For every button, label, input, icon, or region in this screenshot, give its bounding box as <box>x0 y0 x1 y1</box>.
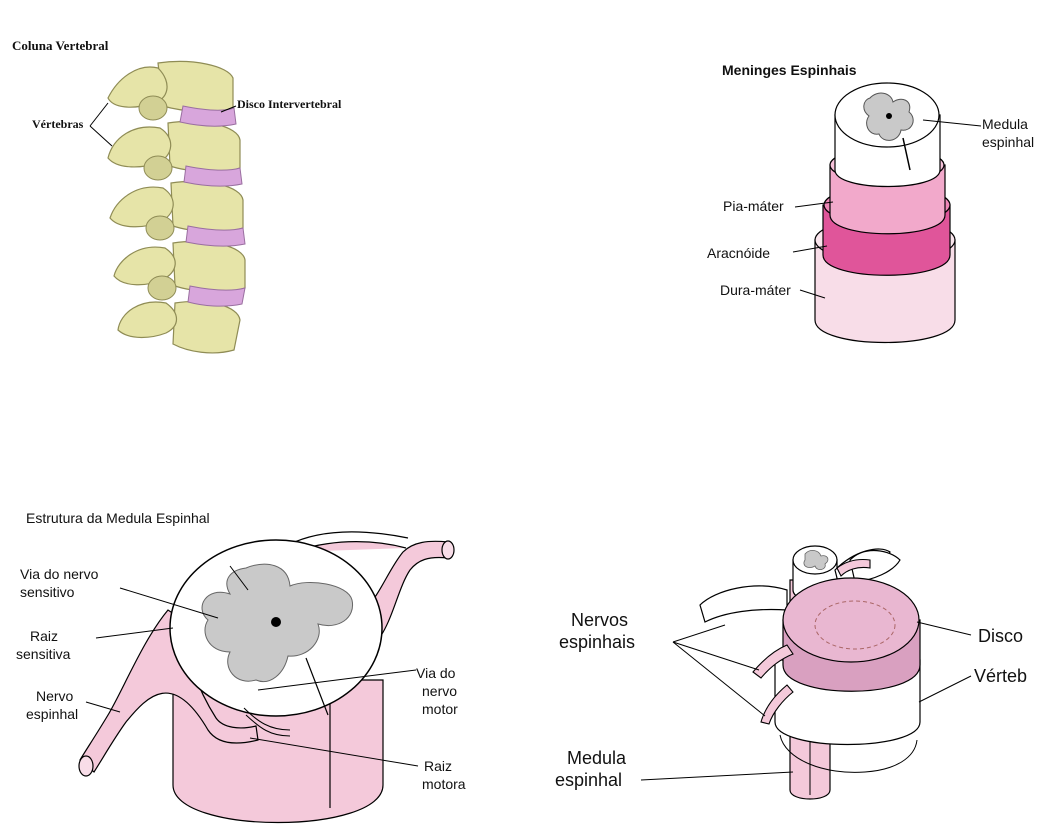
vertebral-column-illustration <box>8 8 418 358</box>
vertebra-label: Vérteb <box>974 666 1027 687</box>
leader-line <box>641 772 793 780</box>
meninges-panel: Meninges Espinhais Medula espinhal Pia-m… <box>655 50 1041 360</box>
vertebrae-label: Vértebras <box>32 118 83 132</box>
sensory-path-label-line2: sensitivo <box>20 584 74 600</box>
leader-line <box>917 622 971 635</box>
pia-mater-label: Pia-máter <box>723 198 784 214</box>
spinal-nerves-label-line2: espinhais <box>559 632 635 653</box>
spinal-nerve-label-line2: espinhal <box>26 706 78 722</box>
spinal-nerves-label-line1: Nervos <box>571 610 628 631</box>
vertebra-body <box>158 61 233 111</box>
spinal-cord-label-line1: Medula <box>567 748 626 769</box>
arachnoid-label: Aracnóide <box>707 245 770 261</box>
dura-mater-label: Dura-máter <box>720 282 791 298</box>
leader-line <box>919 676 971 702</box>
vertebral-column-panel: Coluna Vertebral Vértebras Disco Interve… <box>8 8 418 358</box>
spinal-cord-label-line2: espinhal <box>982 134 1034 150</box>
leader-line <box>673 642 765 716</box>
leader-line <box>673 625 725 642</box>
transverse-process <box>700 586 787 622</box>
intervertebral-disc-top <box>783 578 919 662</box>
vertebra-body <box>173 302 240 353</box>
disc-nerves-panel: Nervos espinhais Disco Vérteb Medula esp… <box>525 490 1041 836</box>
disc-label: Disco Intervertebral <box>237 98 341 112</box>
articular-facet <box>139 96 167 120</box>
articular-facet <box>144 156 172 180</box>
motor-path-label-line2: nervo <box>422 683 457 699</box>
spinal-cord-label-line2: espinhal <box>555 770 622 791</box>
spinal-cord-label-line1: Medula <box>982 116 1028 132</box>
meninges-illustration <box>655 50 1041 360</box>
leader-line <box>673 642 759 670</box>
motor-root-label-line2: motora <box>422 776 466 792</box>
sensory-path-label-line1: Via do nervo <box>20 566 98 582</box>
structure-title: Estrutura da Medula Espinhal <box>26 510 210 526</box>
articular-facet <box>148 276 176 300</box>
central-canal <box>886 113 892 119</box>
spinal-cord-structure-panel: Estrutura da Medula Espinhal Via do nerv… <box>8 490 508 836</box>
vertebra-body <box>171 182 243 232</box>
vertebra-body <box>173 242 245 292</box>
motor-path-label-line3: motor <box>422 701 458 717</box>
spinal-nerve-label-line1: Nervo <box>36 688 73 704</box>
vertebra-body <box>168 122 240 172</box>
articular-facet <box>146 216 174 240</box>
motor-root-label-line1: Raiz <box>424 758 452 774</box>
spinal-nerve-end <box>79 756 93 776</box>
sensory-root-label-line1: Raiz <box>30 628 58 644</box>
meninges-title: Meninges Espinhais <box>722 62 857 78</box>
disc-label: Disco <box>978 626 1023 647</box>
motor-path-label-line1: Via do <box>416 665 455 681</box>
vertebral-column-title: Coluna Vertebral <box>12 39 108 54</box>
central-canal <box>271 617 281 627</box>
sensory-root-label-line2: sensitiva <box>16 646 70 662</box>
